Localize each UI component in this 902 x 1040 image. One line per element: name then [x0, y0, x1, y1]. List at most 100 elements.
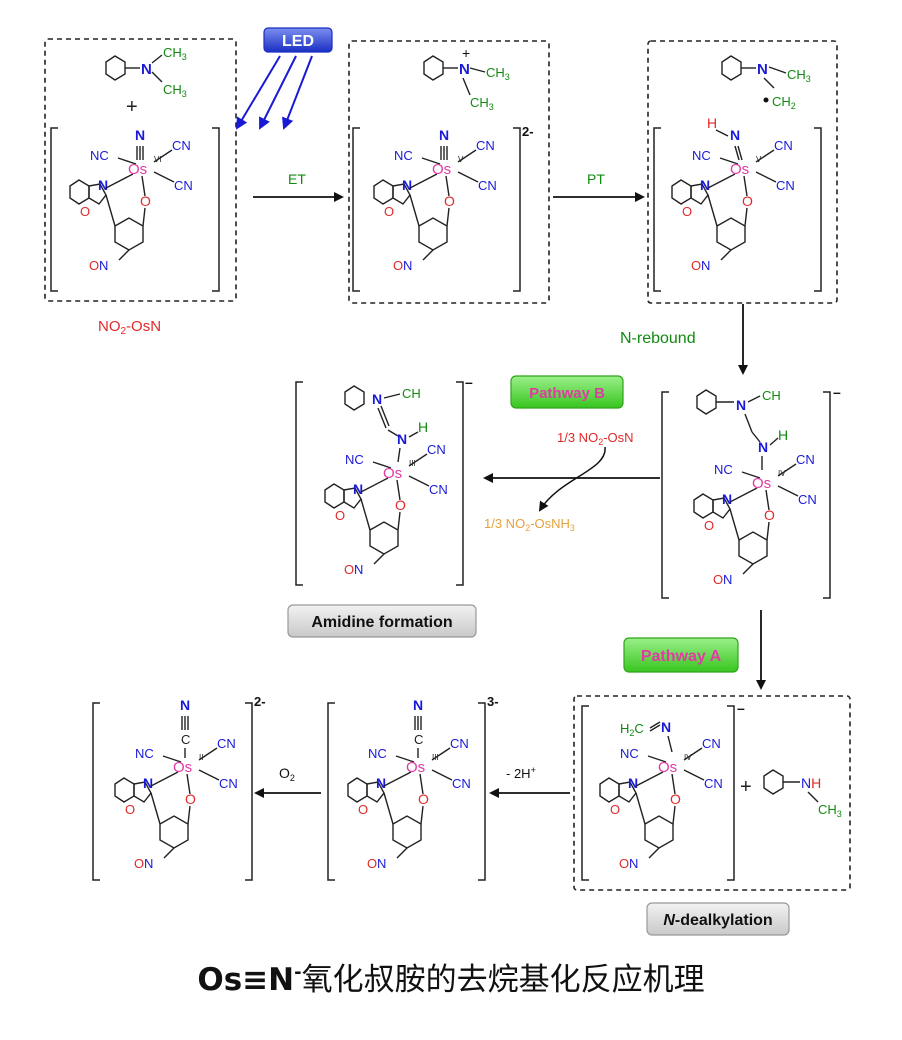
pathway-a-label: Pathway A [641, 648, 722, 665]
nitrido-nitrogen: N [439, 127, 449, 143]
oxidation-state: V [756, 155, 762, 164]
nitrido-nitrogen: N [135, 127, 145, 143]
bracket-right-6 [245, 702, 253, 881]
phenolate-oxygen: O [185, 791, 196, 807]
nitro-oxygen: O [691, 258, 701, 273]
osmium-center: Os [406, 759, 425, 776]
phenolate-ring [738, 531, 768, 565]
oxidation-state: II [199, 753, 203, 762]
cyanide-ligand: NC [692, 148, 711, 163]
bracket-right-8 [727, 705, 735, 881]
charge-4: – [465, 374, 473, 390]
cyanide-ligand: NC [345, 452, 364, 467]
cyanide-ligand: CN [427, 442, 446, 457]
phenolate-ring [644, 815, 674, 849]
cyanide-ligand: NC [394, 148, 413, 163]
nitro-oxygen: O [344, 562, 354, 577]
pt-intermediate-box [647, 40, 838, 304]
amidine-phenyl [344, 385, 365, 411]
light-ray-3 [282, 55, 313, 130]
cyanide-ligand: CN [704, 776, 723, 791]
cyanide-ligand: CN [217, 736, 236, 751]
n-methylaniline: + NH CH3 [740, 769, 842, 819]
bracket-left-3 [653, 127, 661, 292]
amine-nitrogen: N [141, 61, 152, 78]
oxazole-oxygen: O [384, 204, 394, 219]
methyl-label-1: CH3 [163, 45, 187, 62]
amido-n1: N [736, 397, 746, 413]
oxazole-ring [392, 183, 411, 205]
cyanide-ligand: CN [774, 138, 793, 153]
cation-nitrogen: N [459, 61, 470, 78]
nitro-oxygen: O [393, 258, 403, 273]
phenolate-ring [159, 815, 189, 849]
cyanide-ligand: NC [90, 148, 109, 163]
phenolate-oxygen: O [742, 193, 753, 209]
cyanide-ligand: CN [219, 776, 238, 791]
imine-h2c: H2C [620, 721, 644, 738]
imine-nitrogen: N [661, 719, 671, 735]
oxidation-state: IV [684, 753, 692, 762]
radical-ch2: CH2 [772, 94, 796, 111]
osmium-center: Os [432, 161, 451, 178]
dealkylation-label: N-dealkylation [663, 912, 772, 929]
bracket-right-5 [823, 391, 831, 599]
oxazole-oxygen: O [80, 204, 90, 219]
reactant-box [44, 38, 237, 302]
radical-nitrogen: N [757, 61, 768, 78]
charge-2: 2- [522, 124, 534, 139]
amido-methyl: CH [762, 388, 781, 403]
bracket-left-4 [295, 381, 303, 586]
pathway-b-label: Pathway B [529, 385, 605, 402]
side-product: 1/3 NO2-OsNH3 [484, 516, 575, 533]
caption: Os≡N-氧化叔胺的去烷基化反应机理 [197, 962, 704, 998]
oxazole-oxygen: O [335, 508, 345, 523]
nitro-nitrogen: N [354, 562, 363, 577]
phenolate-oxygen: O [395, 497, 406, 513]
dimethylaniline: N CH3 CH3 + [105, 45, 187, 118]
oxazole-ring [712, 497, 731, 519]
cyanide-ligand: CN [702, 736, 721, 751]
oxidation-state: III [432, 753, 439, 762]
nitro-nitrogen: N [723, 572, 732, 587]
osmium-center: Os [658, 759, 677, 776]
phenolate-oxygen: O [140, 193, 151, 209]
phenyl-ring [105, 55, 126, 81]
label-minus-2h: - 2H+ [506, 765, 536, 781]
bracket-left-7 [327, 702, 335, 881]
cyanide-ligand: CN [450, 736, 469, 751]
cyanide-ligand: CN [174, 178, 193, 193]
osmium-center: Os [752, 475, 771, 492]
pathway-a-pill: Pathway A [623, 637, 739, 673]
cyanide-ligand: NC [368, 746, 387, 761]
nitro-oxygen: O [134, 856, 144, 871]
oxazole-nitrogen: N [402, 177, 412, 193]
bracket-left-6 [92, 702, 100, 881]
amidine-formation-pill: Amidine formation [287, 604, 477, 638]
amido-phenyl [696, 389, 717, 415]
led-label: LED [282, 33, 314, 50]
cyanide-ligand: CN [476, 138, 495, 153]
oxazole-ring [690, 183, 709, 205]
oxazole-ring [618, 781, 637, 803]
oxazole-nitrogen: N [722, 491, 732, 507]
cation-plus: + [462, 45, 470, 61]
oxazole-oxygen: O [125, 802, 135, 817]
byproduct-methyl: CH3 [818, 802, 842, 819]
charge-8: – [737, 700, 745, 716]
amido-n2: N [758, 439, 768, 455]
oxazole-oxygen: O [358, 802, 368, 817]
amidine-h: H [418, 419, 428, 435]
cyanide-ligand: NC [135, 746, 154, 761]
radical-methyl: CH3 [787, 67, 811, 84]
nitro-oxygen: O [713, 572, 723, 587]
benzo-ring [69, 179, 90, 205]
nh-label: NH [801, 775, 821, 791]
radical-cation: N + CH3 CH3 [423, 45, 510, 112]
amidine-methyl: CH [402, 386, 421, 401]
oxazole-nitrogen: N [376, 775, 386, 791]
